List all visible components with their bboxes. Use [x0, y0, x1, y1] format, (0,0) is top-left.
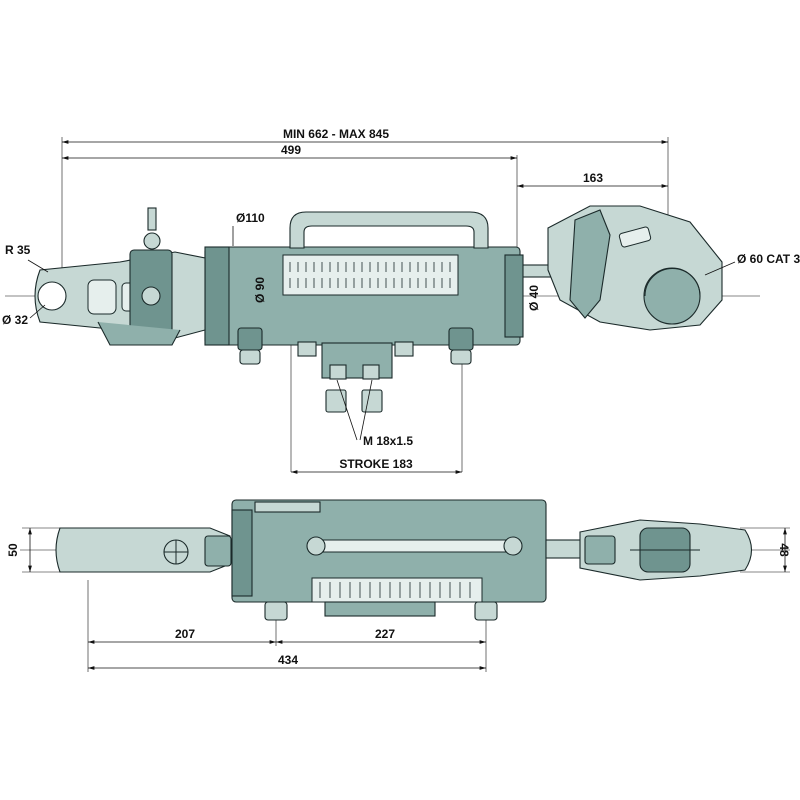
- label-eye-to-port: 207: [175, 627, 195, 641]
- leader-thread-2: [359, 379, 373, 441]
- mount-foot-right: [448, 327, 474, 365]
- side-eye-end: [55, 527, 231, 573]
- port-nut-left: [297, 341, 317, 357]
- label-height-right: 48: [777, 543, 791, 557]
- label-eye-radius: R 35: [5, 243, 31, 257]
- side-mount-foot-left: [264, 601, 288, 621]
- side-hook-latch: [584, 535, 616, 565]
- port-fitting-1: [329, 364, 347, 380]
- side-scale-plate: [311, 577, 483, 603]
- clevis-pin: [141, 286, 161, 306]
- label-eye-hole: Ø 32: [2, 313, 28, 327]
- hook-label-plate: [618, 226, 652, 248]
- port-fitting-2: [362, 364, 380, 380]
- side-scale-ticks: [319, 582, 471, 598]
- side-slot-end-left: [306, 536, 326, 556]
- lock-pin-knob: [143, 232, 161, 250]
- leader-hook-ball: [704, 261, 736, 276]
- label-stroke: STROKE 183: [339, 457, 413, 471]
- side-view: 50 48 207 227 434: [6, 499, 791, 672]
- carry-handle: [289, 211, 489, 249]
- side-clevis-block: [204, 535, 232, 567]
- port-plug-2: [361, 389, 383, 413]
- side-end-cap: [231, 509, 253, 597]
- label-body-length: 499: [281, 143, 301, 157]
- side-mount-foot-right: [474, 601, 498, 621]
- hook-latch: [569, 209, 611, 319]
- scale-plate: [282, 254, 459, 296]
- label-body-diameter: Ø 90: [253, 277, 267, 303]
- mount-foot-left: [237, 327, 263, 365]
- leader-radius: [27, 259, 49, 273]
- label-eye-to-port2: 434: [278, 653, 298, 667]
- label-overall-length: MIN 662 - MAX 845: [283, 127, 389, 141]
- leader-eye-hole: [29, 304, 46, 319]
- leader-thread-1: [336, 379, 358, 441]
- label-rod-diameter: Ø 40: [527, 285, 541, 311]
- label-port-spacing: 227: [375, 627, 395, 641]
- label-height-left: 50: [6, 543, 20, 557]
- side-slot: [311, 539, 518, 553]
- port-plug-1: [325, 389, 347, 413]
- top-view: MIN 662 - MAX 845 499 163 Ø110 Ø 90 Ø 40…: [2, 127, 800, 474]
- side-slot-end-right: [503, 536, 523, 556]
- label-hook-length: 163: [583, 171, 603, 185]
- label-hook-ball: Ø 60 CAT 3: [737, 252, 800, 266]
- scale-ticks: [289, 262, 451, 288]
- side-port-block: [324, 601, 436, 617]
- side-top-plate: [254, 501, 321, 513]
- port-nut-right: [394, 341, 414, 357]
- eye-hole: [37, 281, 67, 311]
- label-cylinder-diameter: Ø110: [236, 211, 265, 225]
- cylinder-head: [504, 254, 524, 338]
- eye-lower-lug: [97, 321, 181, 346]
- cylinder-end-cap: [204, 246, 230, 346]
- label-thread: M 18x1.5: [363, 434, 413, 448]
- eye-slot: [87, 279, 117, 315]
- hook-socket-arc: [644, 268, 701, 297]
- lock-pin: [147, 207, 157, 231]
